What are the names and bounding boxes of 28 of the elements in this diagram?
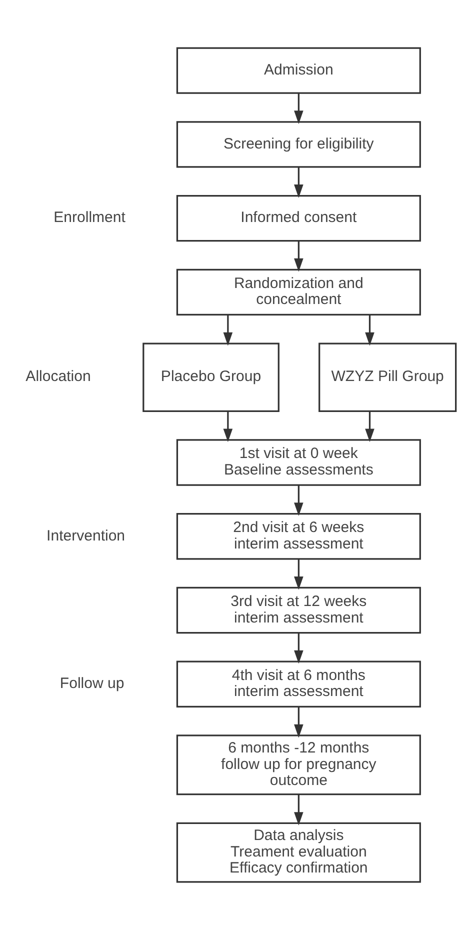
- arrow: [294, 484, 304, 516]
- node-box: 6 months -12 months follow up for pregnancy outcome: [176, 734, 421, 795]
- arrow: [365, 411, 374, 442]
- label: Follow up: [60, 674, 124, 692]
- label: Enrollment: [54, 208, 126, 226]
- arrow: [365, 314, 374, 346]
- arrow: [294, 240, 304, 272]
- label: Allocation: [26, 368, 91, 385]
- arrow: [294, 92, 304, 124]
- node-box: Randomization and concealment: [176, 268, 421, 316]
- arrow: [223, 411, 233, 442]
- node-box: Admission: [176, 46, 421, 94]
- node-box: WZYZ Pill Group: [318, 342, 457, 412]
- node-box: 1st visit at 0 week Baseline assessments: [176, 438, 421, 486]
- node-box: Screening for eligibility: [176, 120, 421, 168]
- arrow: [294, 706, 304, 738]
- node-box: 4th visit at 6 months interim assessment: [176, 660, 421, 707]
- node-box: Data analysis Treament evaluation Efficacy confirmation: [176, 822, 421, 882]
- arrow: [294, 166, 304, 198]
- arrow: [223, 314, 233, 346]
- arrow: [294, 794, 304, 825]
- node-box: 2nd visit at 6 weeks interim assessment: [176, 512, 421, 560]
- node-box: Informed consent: [176, 194, 421, 242]
- arrow: [294, 558, 304, 590]
- label: Intervention: [46, 526, 126, 544]
- arrow: [294, 632, 304, 664]
- node-box: Placebo Group: [142, 342, 280, 412]
- node-box: 3rd visit at 12 weeks interim assessment: [176, 586, 421, 634]
